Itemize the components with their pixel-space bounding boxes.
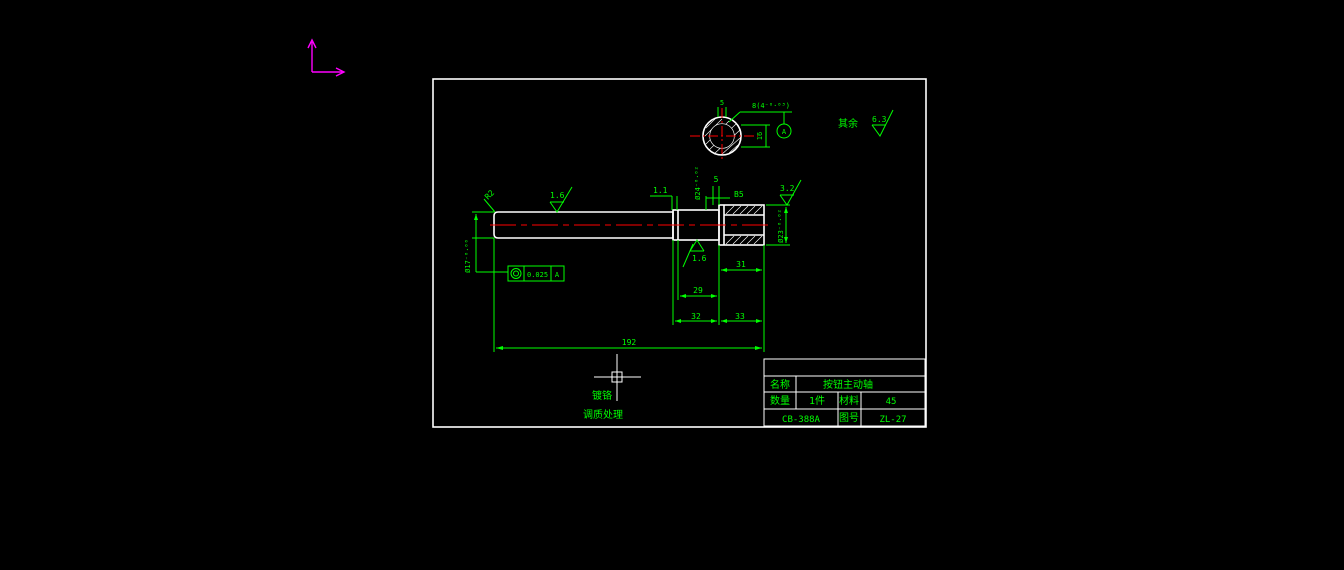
title-qty-value: 1件 — [809, 395, 825, 407]
cross-section-view: 16 8(4⁻⁰·⁰³) A 5 — [690, 99, 792, 162]
title-material-label: 材料 — [839, 394, 859, 407]
title-material-value: 45 — [886, 397, 897, 407]
tolerance-value: 0.025 — [527, 271, 548, 279]
roughness-mid — [682, 239, 705, 268]
dim-diameter-mid: Ø24⁻⁰·⁰² — [694, 166, 702, 200]
shaft-main-view — [493, 204, 765, 246]
title-model-value: CB-388A — [782, 415, 821, 425]
dimension-arrows — [474, 207, 788, 350]
dimension-lines — [472, 186, 790, 352]
roughness-left — [549, 186, 573, 213]
drawing-frame — [432, 78, 927, 428]
keyway-label: 8(4⁻⁰·⁰³) — [752, 102, 790, 110]
dim-diameter-left: Ø17⁻⁰·⁰⁰ — [464, 239, 472, 273]
dim-b5: B5 — [734, 190, 744, 199]
title-drawing-no-label: 图号 — [839, 412, 859, 424]
section-datum-label: A — [782, 128, 787, 136]
rest-roughness-symbol: 其余 6.3 — [838, 109, 894, 137]
chamfer-label: R2 — [483, 188, 496, 201]
dim-33: 33 — [735, 312, 745, 321]
rest-roughness-value: 6.3 — [872, 115, 887, 124]
roughness-mid-value: 1.6 — [692, 254, 707, 263]
dim-1-1: 1.1 — [653, 186, 668, 195]
rest-roughness-label: 其余 — [838, 117, 858, 130]
keyway-depth-label: 16 — [756, 132, 764, 140]
title-block — [763, 358, 926, 427]
dim-5: 5 — [714, 175, 719, 184]
dim-32: 32 — [691, 312, 701, 321]
crosshair-cursor-icon — [594, 354, 641, 401]
ucs-icon — [307, 38, 346, 77]
title-qty-label: 数量 — [770, 394, 790, 407]
note-heat-treatment: 调质处理 — [583, 409, 623, 421]
roughness-left-value: 1.6 — [550, 191, 565, 200]
note-chrome-plating: 镀铬 — [592, 389, 612, 402]
roughness-right-value: 3.2 — [780, 184, 795, 193]
tolerance-datum: A — [555, 271, 560, 279]
hatching-right-end — [725, 205, 763, 245]
dim-diameter-right: Ø23⁻⁰·⁰² — [777, 209, 785, 243]
dim-31: 31 — [736, 260, 746, 269]
tolerance-frame — [476, 265, 565, 282]
title-drawing-no-value: ZL-27 — [879, 415, 906, 425]
dim-192: 192 — [622, 338, 637, 347]
title-name-label: 名称 — [770, 378, 790, 391]
title-name-value: 按钮主动轴 — [823, 378, 873, 391]
dim-29: 29 — [693, 286, 703, 295]
chamfer-leader — [483, 198, 496, 213]
keyway-width-label: 5 — [720, 99, 724, 107]
